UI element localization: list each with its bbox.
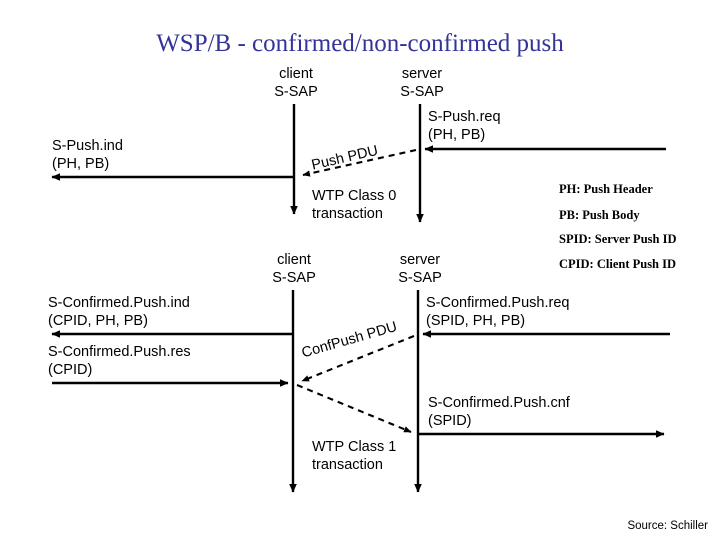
page-title: WSP/B - confirmed/non-confirmed push (156, 30, 564, 57)
bottom-confirmed-push-req-line2: (SPID, PH, PB) (426, 313, 526, 329)
bottom-confirmed-push-cnf-line1: S-Confirmed.Push.cnf (428, 395, 570, 411)
bottom-confirmed-push-req-line1: S-Confirmed.Push.req (426, 295, 570, 311)
top-server-sap-header: server S-SAP (380, 65, 464, 101)
bottom-confirmed-push-ind-line2: (CPID, PH, PB) (48, 313, 148, 329)
bottom-server-sap-line2: S-SAP (398, 270, 442, 286)
top-push-ind-line2: (PH, PB) (52, 156, 110, 172)
bottom-server-sap-line1: server (399, 252, 441, 268)
bottom-confirmed-push-res-line2: (CPID) (48, 362, 93, 378)
bottom-confpush-pdu-label: ConfPush PDU (300, 318, 399, 362)
legend-item-pb: PB: Push Body (559, 208, 640, 222)
top-transaction-line2: transaction (312, 206, 383, 222)
bottom-confirmed-push-ind-label: S-Confirmed.Push.ind (CPID, PH, PB) (48, 294, 190, 330)
top-push-ind-label: S-Push.ind (PH, PB) (52, 137, 123, 173)
bottom-server-sap-header: server S-SAP (378, 251, 462, 287)
legend-item-spid: SPID: Server Push ID (559, 232, 677, 246)
bottom-confirmed-push-req-label: S-Confirmed.Push.req (SPID, PH, PB) (426, 294, 569, 330)
source-attribution: Source: Schiller (627, 520, 708, 532)
bottom-result-pdu-arrow (296, 384, 412, 433)
legend-item-ph: PH: Push Header (559, 182, 653, 196)
top-server-sap-line2: S-SAP (400, 84, 444, 100)
bottom-confirmed-push-res-label: S-Confirmed.Push.res (CPID) (48, 343, 191, 379)
bottom-confirmed-push-ind-line1: S-Confirmed.Push.ind (48, 295, 190, 311)
top-push-req-line1: S-Push.req (428, 109, 501, 125)
bottom-confirmed-push-cnf-line2: (SPID) (428, 413, 472, 429)
bottom-client-sap-header: client S-SAP (252, 251, 336, 287)
bottom-confirmed-push-res-line1: S-Confirmed.Push.res (48, 344, 191, 360)
bottom-transaction-line1: WTP Class 1 (312, 439, 397, 455)
top-push-req-label: S-Push.req (PH, PB) (428, 108, 501, 144)
top-push-req-line2: (PH, PB) (428, 127, 486, 143)
top-client-sap-line2: S-SAP (274, 84, 318, 100)
legend-item-cpid: CPID: Client Push ID (559, 257, 677, 271)
top-server-sap-line1: server (401, 66, 443, 82)
bottom-transaction-label: WTP Class 1 transaction (312, 438, 396, 474)
bottom-confirmed-push-cnf-label: S-Confirmed.Push.cnf (SPID) (428, 394, 570, 430)
top-transaction-line1: WTP Class 0 (312, 188, 397, 204)
top-client-sap-header: client S-SAP (254, 65, 338, 101)
top-push-pdu-label: Push PDU (310, 142, 380, 174)
bottom-client-sap-line1: client (277, 252, 311, 268)
bottom-transaction-line2: transaction (312, 457, 383, 473)
bottom-client-sap-line2: S-SAP (272, 270, 316, 286)
top-transaction-label: WTP Class 0 transaction (312, 187, 396, 223)
top-push-ind-line1: S-Push.ind (52, 138, 123, 154)
top-client-sap-line1: client (279, 66, 313, 82)
